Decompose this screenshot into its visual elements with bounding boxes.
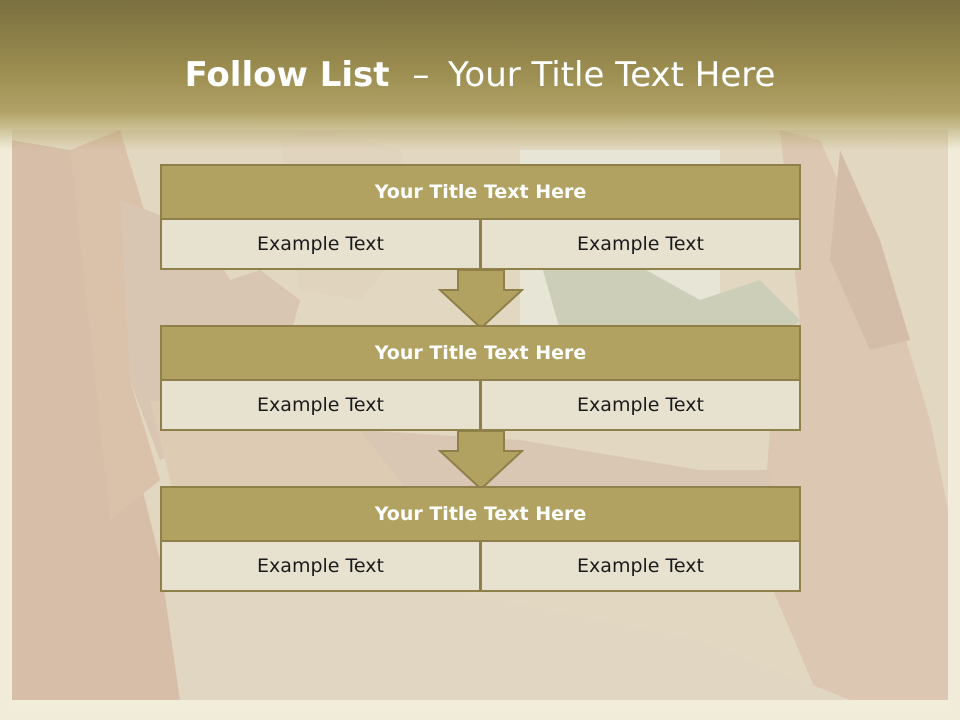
step-row-1: Example Text Example Text (160, 220, 801, 270)
step-2-right-text: Example Text (481, 381, 801, 431)
step-row-2: Example Text Example Text (160, 381, 801, 431)
step-title-2: Your Title Text Here (160, 325, 801, 381)
step-box-1: Your Title Text Here Example Text Exampl… (160, 164, 801, 270)
step-3-right-text: Example Text (481, 542, 801, 592)
step-title-3: Your Title Text Here (160, 486, 801, 542)
down-arrow-icon (438, 430, 524, 491)
step-title-1: Your Title Text Here (160, 164, 801, 220)
step-box-2: Your Title Text Here Example Text Exampl… (160, 325, 801, 431)
step-2-left-text: Example Text (160, 381, 481, 431)
slide-title-dash: – (412, 55, 430, 95)
step-1-left-text: Example Text (160, 220, 481, 270)
slide-title-bold: Follow List (184, 55, 390, 95)
slide-title: Follow List – Your Title Text Here (0, 52, 960, 98)
step-3-left-text: Example Text (160, 542, 481, 592)
step-row-3: Example Text Example Text (160, 542, 801, 592)
title-band (0, 0, 960, 150)
step-box-3: Your Title Text Here Example Text Exampl… (160, 486, 801, 592)
down-arrow-icon (438, 269, 524, 330)
slide-title-rest: Your Title Text Here (448, 55, 776, 95)
step-1-right-text: Example Text (481, 220, 801, 270)
